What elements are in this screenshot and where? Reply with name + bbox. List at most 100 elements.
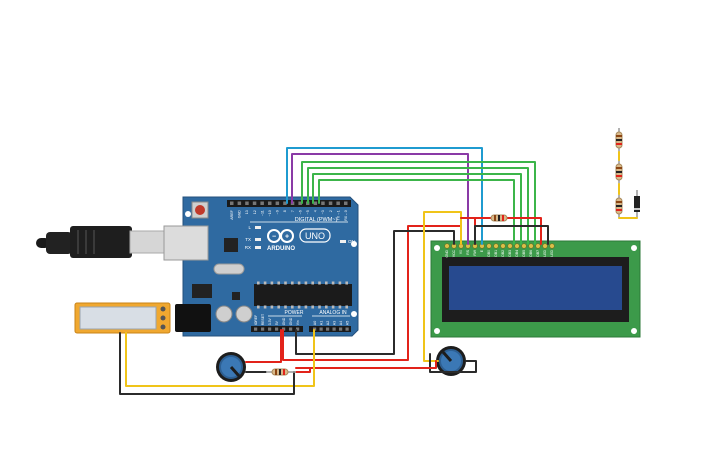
- sensor-module[interactable]: [74, 302, 171, 334]
- lcd-pin-15[interactable]: [549, 243, 555, 249]
- usb-cable-boot: [46, 232, 72, 254]
- digital-pin-2[interactable]: [245, 201, 249, 206]
- digital-pin-label: 2: [329, 210, 333, 212]
- loose-resistor-3[interactable]: [615, 194, 623, 218]
- usb-plug-body: [70, 226, 132, 258]
- digital-pin-4[interactable]: [260, 201, 264, 206]
- wire-green-1[interactable]: [301, 161, 536, 245]
- loose-resistor-1[interactable]: [615, 128, 623, 152]
- power-pin-6[interactable]: [296, 327, 300, 331]
- power-pin-0[interactable]: [254, 327, 258, 331]
- lcd-pin-12[interactable]: [528, 243, 534, 249]
- resistor-pot-left[interactable]: [266, 368, 296, 376]
- lcd-pin-label: DB6: [529, 250, 533, 257]
- digital-pin-label: ~9: [276, 210, 280, 214]
- wire-black-sensor[interactable]: [119, 332, 295, 395]
- digital-pin-label: 12: [253, 210, 257, 214]
- digital-pin-3[interactable]: [252, 201, 257, 206]
- analog-pin-label: A0: [313, 321, 317, 325]
- led-on-label: ON: [348, 239, 355, 244]
- wire-blue[interactable]: [286, 147, 483, 245]
- analog-pin-3[interactable]: [332, 327, 336, 331]
- svg-text:+: +: [285, 234, 289, 241]
- power-jack: [175, 304, 211, 332]
- digital-pin-11[interactable]: [313, 201, 318, 206]
- reset-button-cap: [195, 205, 205, 215]
- loose-resistor-2[interactable]: [615, 160, 623, 184]
- capacitor-2: [235, 305, 253, 323]
- lcd-pin-8[interactable]: [500, 243, 506, 249]
- lcd-pin-label: DB2: [501, 250, 505, 257]
- usb-jack: [163, 225, 209, 261]
- usb-cable[interactable]: [36, 226, 165, 258]
- wire-red-pot-left[interactable]: [245, 329, 282, 363]
- loose-diode[interactable]: [634, 190, 640, 218]
- wire-green-4[interactable]: [318, 179, 515, 245]
- analog-pin-5[interactable]: [345, 327, 349, 331]
- digital-pin-12[interactable]: [321, 201, 325, 206]
- brand-text: ARDUINO: [267, 246, 295, 252]
- digital-pin-15[interactable]: [344, 201, 348, 206]
- resistor-lcd-backlight[interactable]: [490, 214, 508, 222]
- wire-green-3[interactable]: [312, 173, 522, 245]
- digital-pin-7[interactable]: [283, 201, 287, 206]
- digital-pin-label: ~10: [268, 210, 272, 216]
- lcd-pin-label: DB1: [494, 250, 498, 257]
- power-pin-2[interactable]: [268, 327, 272, 331]
- wire-green-2[interactable]: [307, 167, 529, 245]
- lcd-screen: [449, 266, 622, 310]
- power-pin-4[interactable]: [282, 327, 286, 331]
- analog-pin-label: A2: [326, 321, 330, 325]
- power-pin-5[interactable]: [289, 327, 293, 331]
- analog-pin-0[interactable]: [313, 327, 317, 331]
- regulator: [192, 284, 212, 298]
- power-pin-1[interactable]: [261, 327, 265, 331]
- digital-pin-14[interactable]: [336, 201, 340, 206]
- digital-pin-0[interactable]: [230, 201, 234, 206]
- arduino-logo: − + ARDUINO UNO: [267, 228, 331, 252]
- wire-black-lcd-gnd[interactable]: [295, 230, 455, 355]
- power-pin-3[interactable]: [275, 327, 279, 331]
- wire-purple[interactable]: [291, 153, 469, 245]
- lcd-pin-14[interactable]: [542, 243, 548, 249]
- analog-pin-2[interactable]: [326, 327, 330, 331]
- wire-yellow-sensor[interactable]: [125, 329, 315, 387]
- wire-red-pot-right[interactable]: [295, 360, 437, 369]
- digital-pin-9[interactable]: [298, 201, 302, 206]
- digital-pin-1[interactable]: [237, 201, 242, 206]
- digital-pin-5[interactable]: [268, 201, 272, 206]
- lcd-pin-10[interactable]: [514, 243, 520, 249]
- lcd-pin-label: LED: [550, 249, 554, 256]
- lcd-pin-11[interactable]: [521, 243, 527, 249]
- lcd-pin-6[interactable]: [486, 243, 492, 249]
- analog-pin-label: A1: [319, 321, 323, 325]
- lcd-pin-0[interactable]: [444, 243, 450, 249]
- analog-pin-label: A4: [339, 321, 343, 325]
- wire-yellow-lcd-v0[interactable]: [423, 211, 462, 362]
- model-text: UNO: [305, 231, 325, 241]
- sensor-window: [79, 306, 157, 330]
- led-rx-label: RX: [245, 245, 251, 250]
- analog-pin-1[interactable]: [319, 327, 323, 331]
- lcd-pin-13[interactable]: [535, 243, 541, 249]
- lcd-pin-9[interactable]: [507, 243, 513, 249]
- atmega-chip: [254, 284, 352, 306]
- digital-label: DIGITAL (PWM~): [295, 217, 338, 223]
- lcd-pin-7[interactable]: [493, 243, 499, 249]
- wire-black-lcd-led[interactable]: [474, 225, 549, 245]
- wire-red-lcd-led[interactable]: [474, 217, 542, 245]
- digital-pin-label: RX←0: [344, 210, 348, 221]
- wire-black-pot-right[interactable]: [429, 353, 477, 373]
- svg-text:−: −: [272, 234, 276, 241]
- digital-pin-6[interactable]: [275, 201, 280, 206]
- digital-header: [227, 200, 351, 207]
- power-pin-label: RESET: [261, 314, 265, 325]
- potentiometer-left[interactable]: [216, 352, 246, 382]
- digital-pin-13[interactable]: [328, 201, 333, 206]
- led-indicators: L TX RX ON: [245, 225, 355, 250]
- analog-pin-4[interactable]: [339, 327, 343, 331]
- led-tx-label: TX: [245, 237, 251, 242]
